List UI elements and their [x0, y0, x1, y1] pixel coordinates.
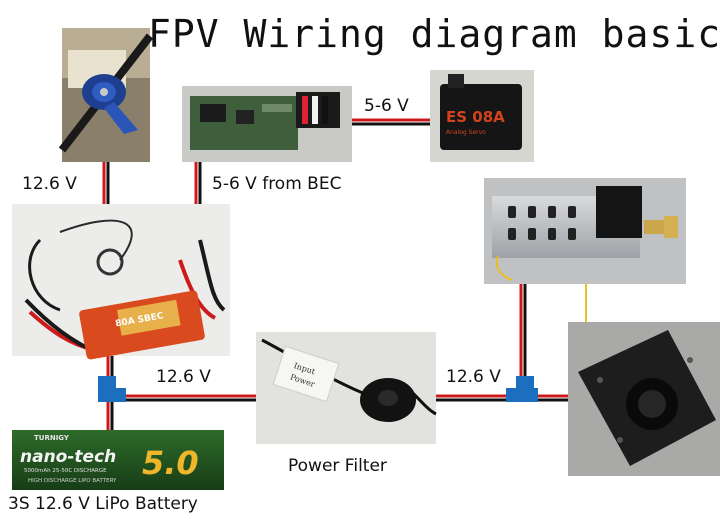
wire-junction-camera — [537, 394, 568, 402]
label-battery: 3S 12.6 V LiPo Battery — [8, 494, 198, 514]
label-camera-voltage: 12.6 V — [446, 367, 501, 387]
battery-brand-text: TURNIGY — [34, 434, 70, 442]
esc-photo: 80A SBEC — [12, 204, 230, 360]
servo-photo: ES 08A Analog Servo — [430, 70, 534, 162]
wire-filter-junction — [436, 394, 508, 402]
wire-battery-filter — [124, 394, 256, 402]
label-servo-voltage: 5-6 V — [364, 96, 409, 116]
servo-sub-text: Analog Servo — [446, 129, 486, 136]
label-battery-voltage: 12.6 V — [156, 367, 211, 387]
wire-motor-esc — [102, 160, 110, 205]
label-motor-voltage: 12.6 V — [22, 174, 77, 194]
camera-photo — [568, 322, 720, 476]
label-power-filter: Power Filter — [288, 456, 387, 476]
battery-capacity-text: 5.0 — [142, 444, 199, 482]
connector-battery — [98, 376, 126, 402]
wire-junction-transmitter — [519, 283, 527, 378]
battery-mah-text: 5000mAh 25-50C DISCHARGE — [24, 468, 107, 474]
receiver-photo — [182, 86, 352, 162]
servo-brand-text: ES 08A — [446, 108, 505, 126]
wire-receiver-servo — [352, 118, 430, 126]
battery-sub-text: HIGH DISCHARGE LIPO BATTERY — [28, 478, 117, 484]
video-transmitter-photo — [484, 178, 686, 284]
power-filter-photo: Input Power — [256, 332, 437, 444]
page-title: FPV Wiring diagram basic — [148, 12, 720, 56]
battery-photo: TURNIGY nano-tech 5.0 5000mAh 25-50C DIS… — [12, 430, 224, 490]
label-bec-voltage: 5-6 V from BEC — [212, 174, 342, 194]
wire-bec-receiver — [194, 162, 202, 205]
motor-photo — [58, 28, 154, 162]
battery-series-text: nano-tech — [20, 447, 116, 467]
connector-junction — [506, 376, 538, 402]
